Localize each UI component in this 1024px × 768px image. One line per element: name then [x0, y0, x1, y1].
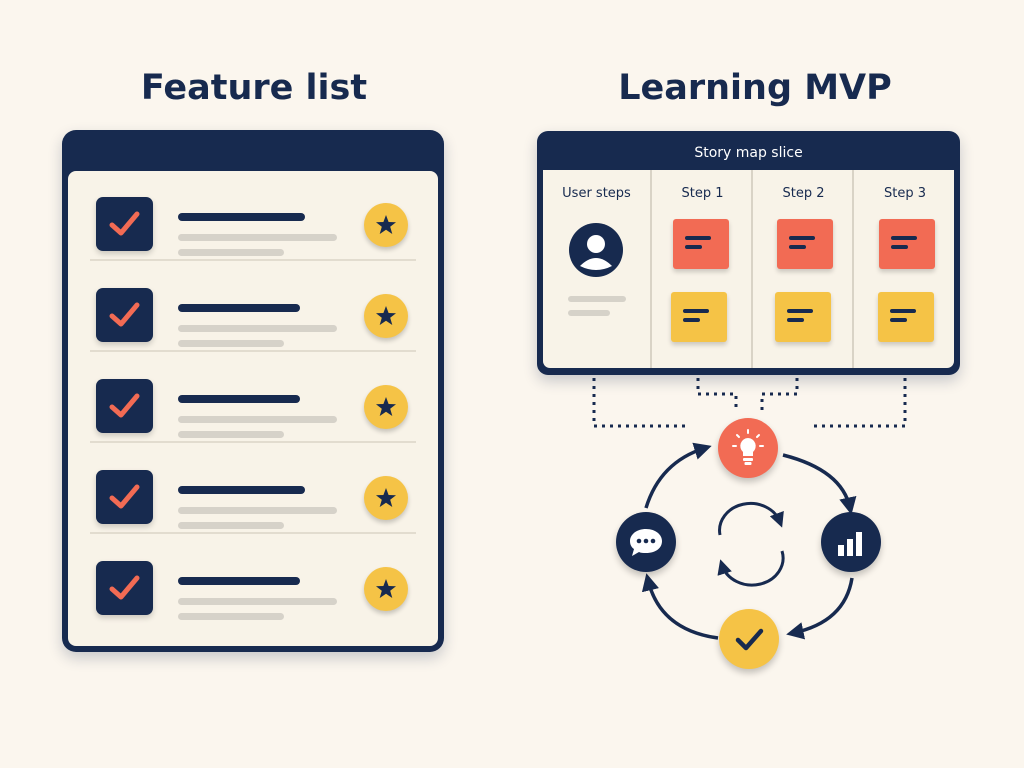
story-map-title: Story map slice	[694, 145, 803, 161]
sticky-note-icon[interactable]	[775, 292, 831, 342]
cycle-arrow	[644, 442, 712, 509]
checkbox-checked-icon[interactable]	[96, 197, 153, 251]
feature-title-line	[178, 577, 300, 585]
row-divider	[90, 350, 416, 352]
learning-mvp-title: Learning MVP	[618, 68, 892, 108]
cycle-arrow	[782, 453, 857, 515]
feature-desc-line	[178, 416, 337, 423]
feature-desc-line	[178, 507, 337, 514]
user-avatar-icon	[569, 223, 623, 277]
feature-desc-line	[178, 522, 284, 529]
step-header: Step 1	[681, 186, 724, 201]
checkbox-checked-icon[interactable]	[96, 561, 153, 615]
step-header: Step 2	[782, 186, 825, 201]
dotted-connector	[592, 378, 690, 428]
star-icon[interactable]	[364, 567, 408, 611]
dotted-connector	[696, 378, 738, 412]
feature-row	[68, 535, 438, 625]
sticky-note-icon[interactable]	[878, 292, 934, 342]
feature-row	[68, 353, 438, 443]
step-column: Step 3	[852, 170, 956, 368]
sticky-note-icon[interactable]	[777, 219, 833, 269]
row-divider	[90, 259, 416, 261]
feature-desc-line	[178, 234, 337, 241]
dotted-connector	[760, 378, 799, 412]
feature-row	[68, 171, 438, 261]
feature-title-line	[178, 213, 305, 221]
user-desc-line	[568, 296, 626, 302]
sticky-note-icon[interactable]	[879, 219, 935, 269]
lightbulb-icon[interactable]	[718, 418, 778, 478]
story-map-panel: User steps Step 1 Step 2 Step 3	[543, 170, 954, 368]
star-icon[interactable]	[364, 203, 408, 247]
feature-title-line	[178, 304, 300, 312]
step-column: Step 2	[751, 170, 854, 368]
star-icon[interactable]	[364, 476, 408, 520]
star-icon[interactable]	[364, 385, 408, 429]
feature-desc-line	[178, 340, 284, 347]
feature-desc-line	[178, 598, 337, 605]
feature-row	[68, 444, 438, 534]
checkbox-checked-icon[interactable]	[96, 288, 153, 342]
feature-list-title: Feature list	[140, 68, 368, 108]
cycle-arrow	[786, 577, 854, 640]
step-header: Step 3	[883, 186, 926, 201]
bar-chart-icon[interactable]	[821, 512, 881, 572]
user-desc-line	[568, 310, 610, 316]
refresh-cycle-icon	[717, 501, 785, 587]
feature-desc-line	[178, 249, 284, 256]
feature-desc-line	[178, 613, 284, 620]
checkbox-checked-icon[interactable]	[96, 470, 153, 524]
cycle-arrow	[641, 573, 719, 640]
sticky-note-icon[interactable]	[673, 219, 729, 269]
checkmark-icon[interactable]	[719, 609, 779, 669]
feature-title-line	[178, 395, 300, 403]
feature-title-line	[178, 486, 305, 494]
star-icon[interactable]	[364, 294, 408, 338]
dotted-connector	[810, 378, 907, 428]
feature-desc-line	[178, 325, 337, 332]
row-divider	[90, 532, 416, 534]
step-column: Step 1	[650, 170, 753, 368]
checkbox-checked-icon[interactable]	[96, 379, 153, 433]
user-steps-column: User steps	[543, 170, 650, 368]
sticky-note-icon[interactable]	[671, 292, 727, 342]
chat-bubble-icon[interactable]	[616, 512, 676, 572]
feature-row	[68, 262, 438, 352]
row-divider	[90, 441, 416, 443]
user-steps-header: User steps	[562, 186, 631, 201]
feature-desc-line	[178, 431, 284, 438]
feature-list-panel	[68, 171, 438, 646]
